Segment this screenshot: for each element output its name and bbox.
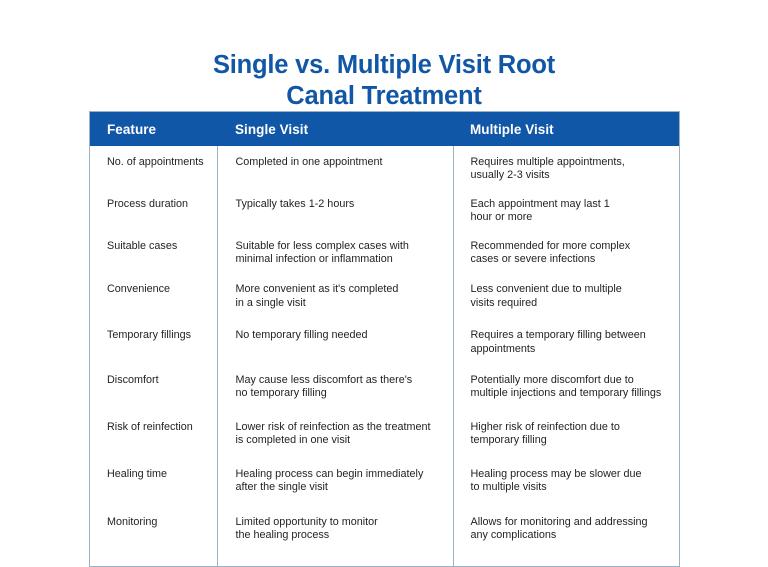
cell-single-visit-line: May cause less discomfort as there's bbox=[235, 374, 413, 387]
cell-feature-text: Temporary fillings bbox=[107, 329, 192, 342]
cell-feature: Process duration bbox=[90, 187, 218, 230]
column-header-single-visit: Single Visit bbox=[235, 121, 309, 137]
cell-multiple-visit-line: temporary filling bbox=[470, 434, 547, 447]
cell-feature: No. of appointments bbox=[90, 146, 218, 188]
cell-feature: Suitable cases bbox=[90, 229, 218, 273]
cell-multiple-visit-line: Each appointment may last 1 bbox=[470, 197, 610, 210]
column-header-feature: Feature bbox=[107, 121, 157, 137]
page-title-line-1: Single vs. Multiple Visit Root bbox=[212, 51, 556, 80]
table-row: Convenience More convenient as it's compl… bbox=[90, 272, 679, 318]
cell-multiple-visit-line: Healing process may be slower due bbox=[470, 467, 642, 480]
table-row: Discomfort May cause less discomfort as t… bbox=[90, 363, 679, 408]
table-header: Feature Single Visit Multiple Visit bbox=[90, 112, 679, 146]
cell-feature: Healing time bbox=[90, 455, 218, 503]
cell-single-visit-line: Suitable for less complex cases with bbox=[235, 239, 409, 252]
cell-feature: Risk of reinfection bbox=[90, 407, 218, 456]
cell-multiple-visit-line: appointments bbox=[470, 342, 536, 355]
table-row: Suitable cases Suitable for less complex … bbox=[90, 229, 679, 273]
cell-single-visit-line: More convenient as it's completed bbox=[235, 283, 399, 296]
cell-feature-text: Healing time bbox=[107, 467, 168, 480]
cell-multiple-visit-line: Recommended for more complex bbox=[470, 239, 631, 252]
cell-feature: Convenience bbox=[90, 272, 218, 318]
cell-single-visit-line: Typically takes 1-2 hours bbox=[235, 197, 355, 210]
cell-feature-text: Monitoring bbox=[107, 515, 158, 528]
table-row: Risk of reinfection Lower risk of reinfec… bbox=[90, 407, 679, 456]
cell-single-visit-line: Lower risk of reinfection as the treatme… bbox=[235, 420, 431, 433]
table-body: No. of appointments Completed in one appo… bbox=[90, 146, 679, 567]
cell-feature-text: No. of appointments bbox=[107, 156, 204, 168]
table-header-row: Feature Single Visit Multiple Visit bbox=[90, 112, 679, 146]
page-title-line-2: Canal Treatment bbox=[286, 82, 482, 111]
cell-multiple-visit-line: any complications bbox=[470, 528, 557, 541]
cell-feature-text: Discomfort bbox=[107, 374, 159, 387]
cell-feature: Temporary fillings bbox=[90, 317, 218, 364]
cell-single-visit-line: No temporary filling needed bbox=[235, 329, 368, 342]
cell-single-visit-line: minimal infection or inflammation bbox=[235, 253, 393, 266]
cell-feature-text: Suitable cases bbox=[107, 239, 178, 252]
cell-multiple-visit-line: cases or severe infections bbox=[470, 253, 596, 266]
comparison-table-container: Feature Single Visit Multiple Visit No. … bbox=[89, 111, 680, 567]
cell-single-visit: Typically takes 1-2 hours bbox=[217, 187, 454, 230]
table-row: Healing time Healing process can begin im… bbox=[90, 455, 679, 503]
cell-single-visit-line: the healing process bbox=[235, 528, 330, 541]
table-row: No. of appointments Completed in one appo… bbox=[90, 146, 679, 188]
cell-multiple-visit-line: Less convenient due to multiple bbox=[470, 283, 622, 296]
comparison-table: Feature Single Visit Multiple Visit No. … bbox=[90, 112, 679, 567]
cell-single-visit-line: is completed in one visit bbox=[235, 434, 351, 447]
cell-multiple-visit-line: usually 2-3 visits bbox=[470, 169, 550, 182]
cell-feature-text: Risk of reinfection bbox=[107, 420, 193, 433]
table-row: Temporary fillings No temporary filling n… bbox=[90, 317, 679, 364]
cell-single-visit-line: Limited opportunity to monitor bbox=[235, 515, 378, 528]
cell-multiple-visit: Requires multiple appointments,usually 2… bbox=[453, 146, 679, 188]
table-row: Monitoring Limited opportunity to monitor… bbox=[90, 502, 679, 567]
column-header-multiple-visit: Multiple Visit bbox=[470, 121, 554, 137]
cell-multiple-visit-line: multiple injections and temporary fillin… bbox=[470, 387, 662, 400]
cell-multiple-visit-line: visits required bbox=[470, 296, 538, 309]
cell-single-visit-line: after the single visit bbox=[235, 481, 328, 494]
cell-single-visit: No temporary filling needed bbox=[217, 317, 454, 364]
cell-multiple-visit-line: Requires a temporary filling between bbox=[470, 329, 646, 342]
comparison-infographic: Single vs. Multiple Visit Root Canal Tre… bbox=[0, 50, 768, 567]
cell-multiple-visit-line: Allows for monitoring and addressing bbox=[470, 515, 648, 528]
cell-feature: Discomfort bbox=[90, 363, 218, 408]
page-title: Single vs. Multiple Visit Root Canal Tre… bbox=[0, 50, 768, 112]
cell-single-visit-line: Completed in one appointment bbox=[235, 156, 383, 168]
cell-single-visit-line: no temporary filling bbox=[235, 387, 327, 400]
cell-single-visit-line: Healing process can begin immediately bbox=[235, 467, 424, 480]
cell-multiple-visit-line: Higher risk of reinfection due to bbox=[470, 420, 620, 433]
cell-feature: Monitoring bbox=[90, 502, 218, 567]
cell-single-visit-line: in a single visit bbox=[235, 296, 306, 309]
table-row: Process duration Typically takes 1-2 hour… bbox=[90, 187, 679, 230]
cell-feature-text: Convenience bbox=[107, 283, 171, 296]
cell-multiple-visit-line: hour or more bbox=[470, 211, 533, 224]
cell-multiple-visit-line: Requires multiple appointments, bbox=[470, 156, 625, 168]
cell-single-visit: Lower risk of reinfection as the treatme… bbox=[217, 407, 454, 456]
cell-feature-text: Process duration bbox=[107, 197, 189, 210]
cell-multiple-visit-line: Potentially more discomfort due to bbox=[470, 374, 634, 387]
cell-single-visit: Completed in one appointment bbox=[217, 146, 454, 188]
cell-multiple-visit-line: to multiple visits bbox=[470, 481, 547, 494]
